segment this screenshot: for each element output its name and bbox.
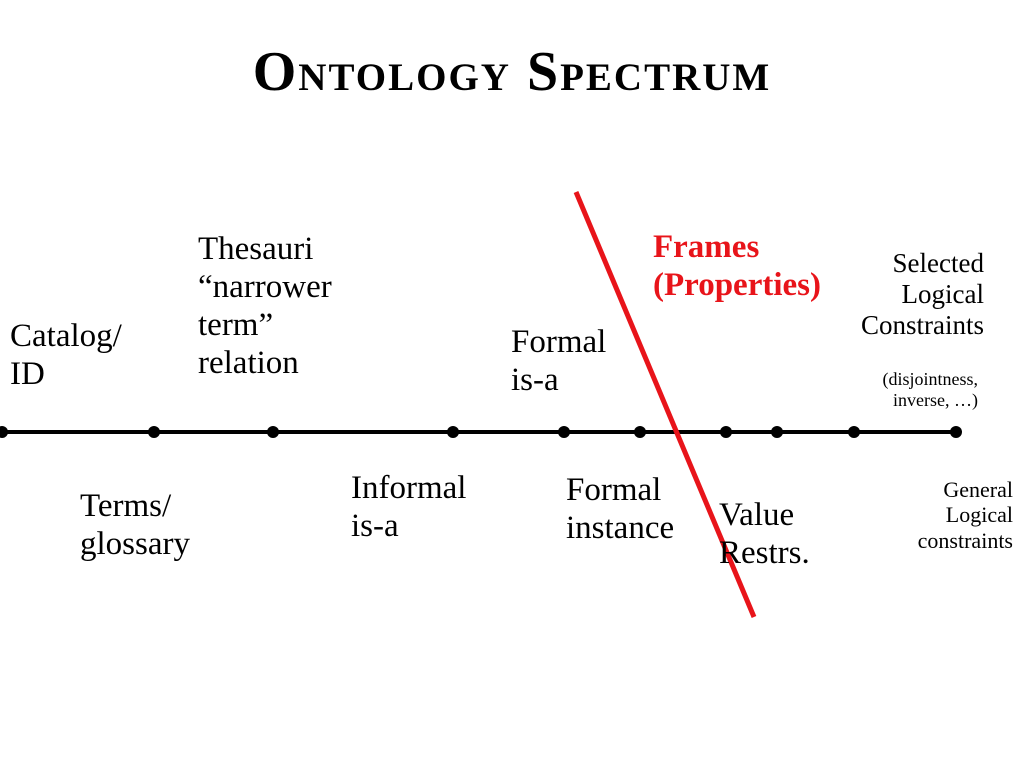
spectrum-point-formal-instance — [634, 426, 646, 438]
label-formal-instance: Formal instance — [566, 472, 675, 546]
spectrum-point-general-constraints — [950, 426, 962, 438]
label-catalog: Catalog/ ID — [10, 318, 122, 392]
label-informal-isa: Informal is-a — [351, 470, 467, 544]
spectrum-point-frames — [720, 426, 732, 438]
label-frames: Frames (Properties) — [653, 229, 821, 303]
label-general-constraints: General Logical constraints — [917, 477, 1013, 553]
spectrum-point-informal-isa — [447, 426, 459, 438]
label-value-restrs: Value Restrs. — [719, 497, 810, 571]
spectrum-point-terms — [148, 426, 160, 438]
label-formal-isa: Formal is-a — [511, 324, 607, 398]
spectrum-point-formal-isa — [558, 426, 570, 438]
spectrum-point-selected-constraints — [848, 426, 860, 438]
label-selected-constraints-note: (disjointness, inverse, …) — [882, 369, 978, 410]
spectrum-point-thesauri — [267, 426, 279, 438]
label-terms: Terms/ glossary — [80, 488, 190, 562]
spectrum-point-catalog — [0, 426, 8, 438]
page-title: Ontology Spectrum — [252, 41, 772, 103]
divider-line — [573, 191, 757, 618]
spectrum-point-value-restrs — [771, 426, 783, 438]
label-selected-constraints: Selected Logical Constraints — [860, 248, 984, 341]
label-thesauri: Thesauri “narrower term” relation — [198, 231, 332, 381]
